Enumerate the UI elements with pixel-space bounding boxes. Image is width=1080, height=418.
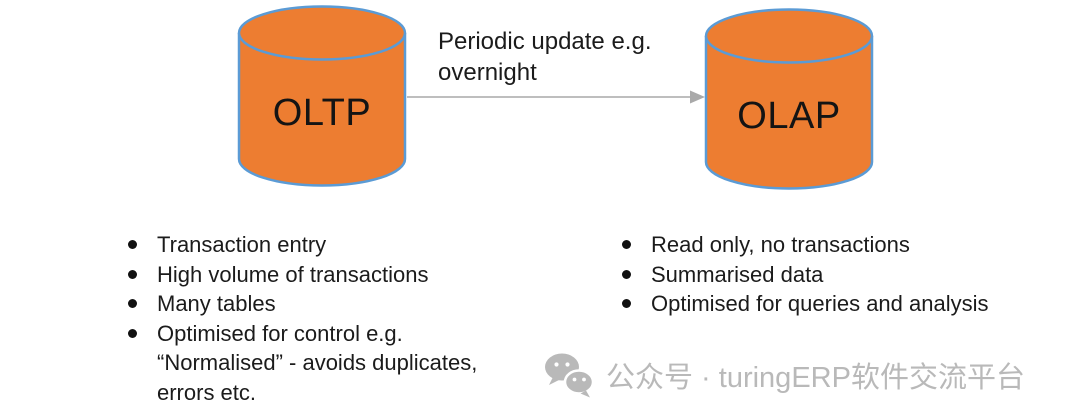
list-item: Optimised for control e.g. “Normalised” … (124, 319, 516, 408)
wechat-icon (545, 353, 595, 398)
olap-label: OLAP (737, 95, 841, 137)
list-item: Optimised for queries and analysis (618, 289, 1018, 319)
list-item: High volume of transactions (124, 260, 516, 290)
oltp-database-cylinder: OLTP (237, 4, 407, 188)
database-cylinder-shape (237, 5, 407, 187)
watermark: 公众号 · turingERP软件交流平台 (543, 352, 1025, 398)
arrow-right-connector (407, 90, 705, 104)
oltp-bullet-list: Transaction entry High volume of transac… (124, 230, 516, 407)
list-item: Read only, no transactions (618, 230, 1018, 260)
list-item: Many tables (124, 289, 516, 319)
watermark-text: 公众号 · turingERP软件交流平台 (606, 362, 1025, 394)
olap-database-cylinder: OLAP (704, 7, 874, 191)
list-item: Transaction entry (124, 230, 516, 260)
list-item: Summarised data (618, 260, 1018, 290)
database-cylinder-shape (704, 8, 874, 190)
arrow-label: Periodic update e.g. overnight (438, 28, 652, 86)
oltp-label: OLTP (272, 92, 372, 134)
olap-bullet-list: Read only, no transactions Summarised da… (618, 230, 1018, 319)
